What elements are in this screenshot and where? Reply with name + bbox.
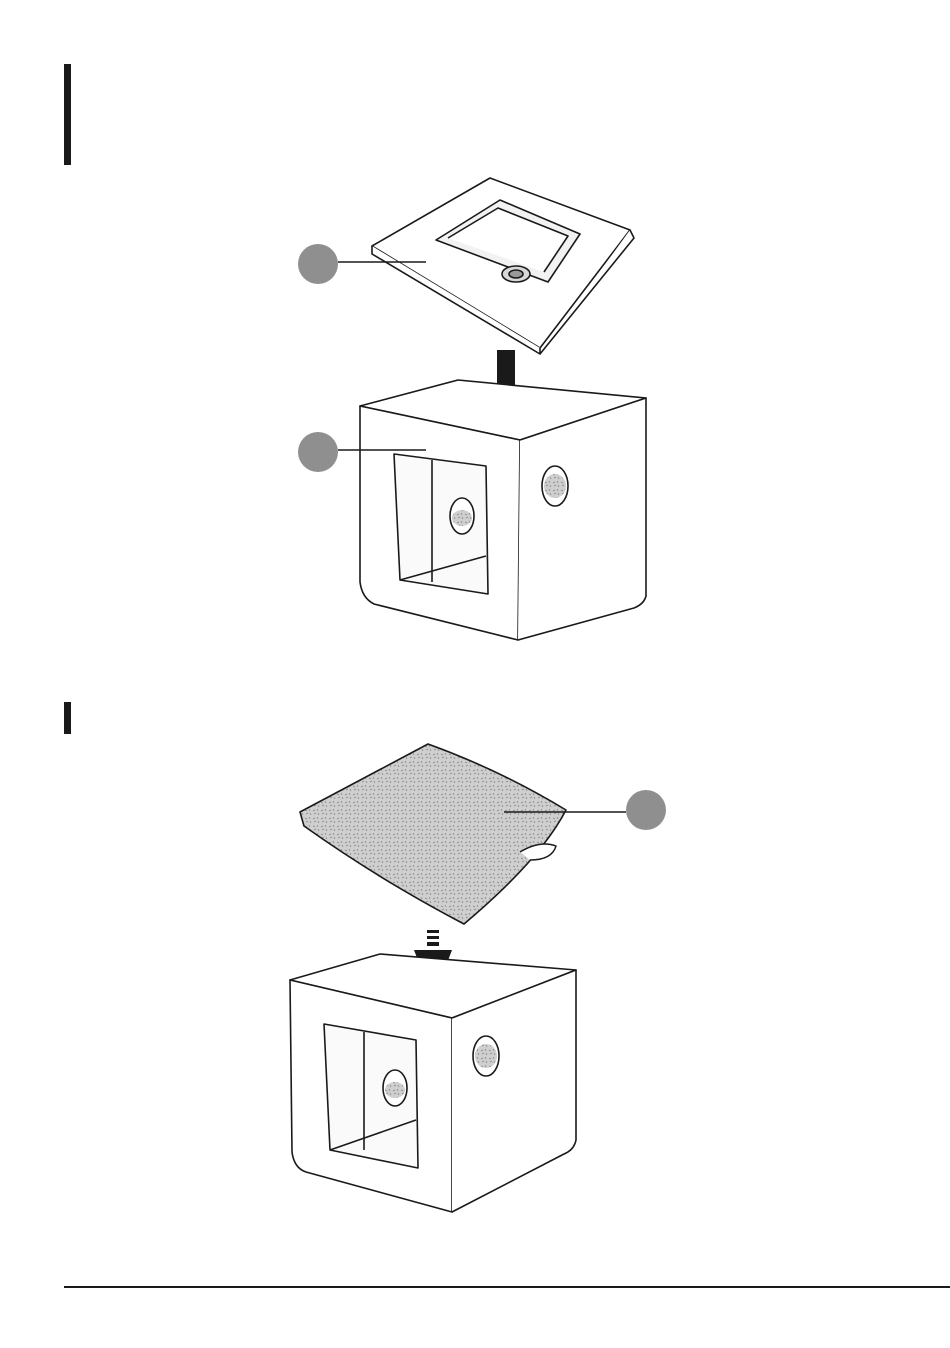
callout-marker-3 xyxy=(626,790,666,830)
sink-basin xyxy=(372,178,634,354)
callout-marker-2 xyxy=(298,432,338,472)
callout-marker-1 xyxy=(298,244,338,284)
footer-divider xyxy=(64,1286,950,1288)
cushion-pad xyxy=(300,744,566,924)
cube-cabinet xyxy=(360,380,646,640)
cube-cabinet-2 xyxy=(290,954,576,1212)
